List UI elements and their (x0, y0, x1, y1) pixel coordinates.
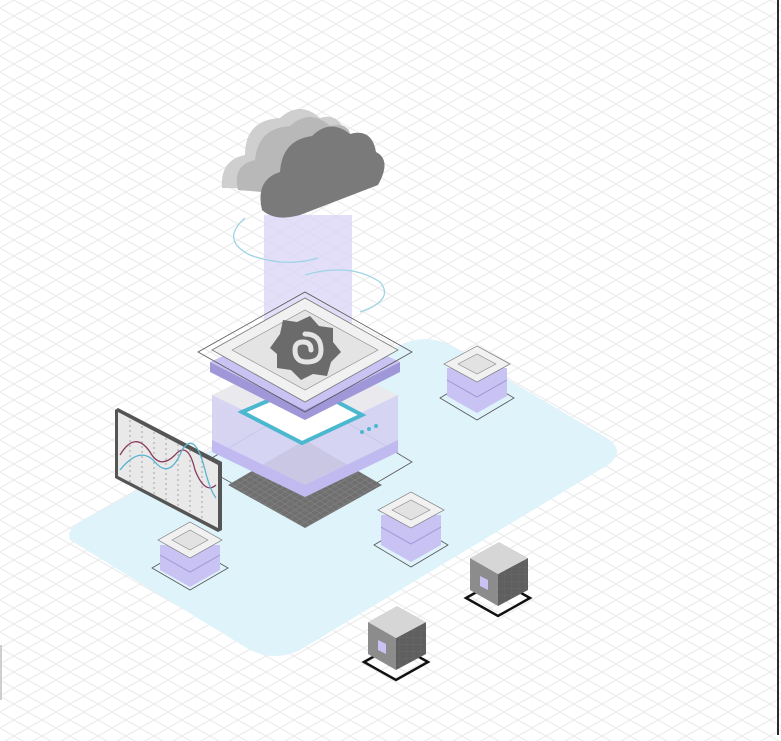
cube-right (463, 542, 533, 618)
left-edge-tick (0, 645, 2, 700)
dashboard-panel (115, 408, 222, 532)
chart-line-red (119, 441, 217, 489)
grafana-gear-swirl-icon (270, 316, 341, 380)
node-right (439, 345, 515, 421)
cube-bottom (361, 606, 431, 682)
main-server (197, 291, 413, 497)
signal-arc-top (233, 217, 319, 263)
node-center (373, 491, 449, 568)
node-left (151, 521, 229, 591)
chart-line-blue (119, 442, 217, 499)
signal-arc-bottom (304, 269, 386, 313)
right-edge-rule (777, 0, 779, 735)
cloud-icon (221, 109, 385, 218)
